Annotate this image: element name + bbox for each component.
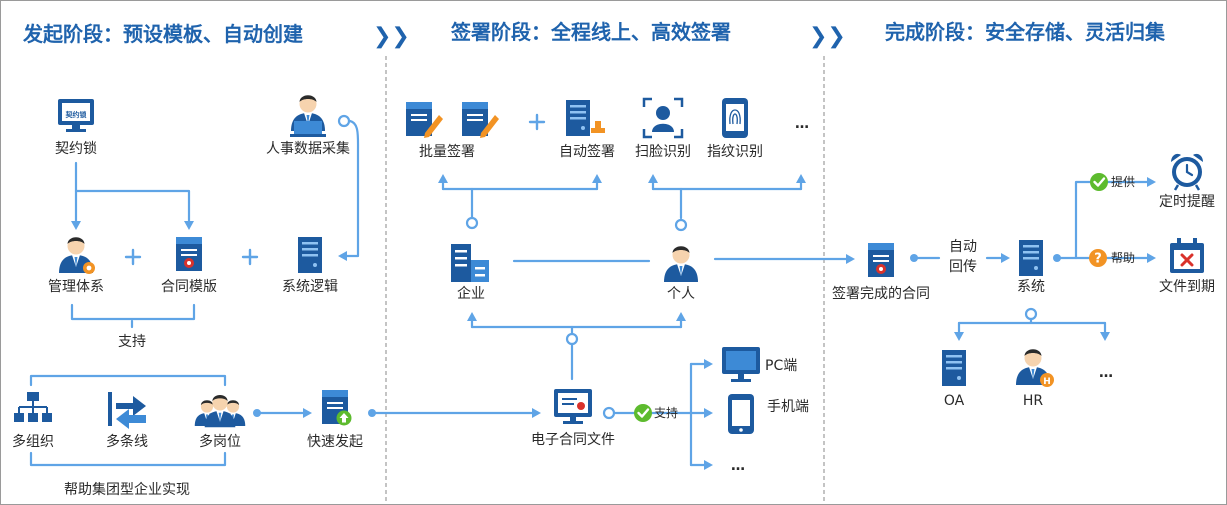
label-helper: 帮助集团型企业实现 bbox=[64, 481, 190, 498]
label-multi-post: 多岗位 bbox=[199, 433, 241, 450]
person-icon bbox=[664, 246, 698, 282]
label-contract-lock: 契约锁 bbox=[55, 141, 97, 157]
quick-start-doc-icon bbox=[322, 390, 352, 426]
bracket bbox=[29, 374, 227, 387]
phase3-title: 完成阶段：安全存储、灵活归集 bbox=[885, 20, 1166, 44]
label-provide: 提供 bbox=[1111, 174, 1135, 189]
label-face-scan: 扫脸识别 bbox=[635, 144, 691, 160]
svg-text:?: ? bbox=[1094, 252, 1102, 267]
logo-text: 契约锁 bbox=[65, 110, 87, 119]
check-icon bbox=[632, 402, 654, 424]
label-multi-org: 多组织 bbox=[12, 433, 54, 450]
label-signed-contract: 签署完成的合同 bbox=[832, 285, 930, 302]
org-tree-icon bbox=[14, 392, 52, 422]
mobile-phone-icon bbox=[728, 394, 754, 434]
connector bbox=[74, 189, 191, 225]
label-person: 个人 bbox=[667, 286, 695, 302]
label-batch-sign: 批量签署 bbox=[419, 143, 475, 160]
face-scan-icon bbox=[642, 97, 684, 139]
phase2-title: 签署阶段：全程线上、高效签署 bbox=[450, 20, 731, 44]
chevron-icon: ❯❯ bbox=[373, 24, 410, 49]
label-multi-line: 多条线 bbox=[106, 433, 148, 450]
label-auto-return-1: 自动 bbox=[949, 239, 977, 255]
label-enterprise: 企业 bbox=[457, 285, 485, 302]
auto-sign-icon bbox=[566, 100, 605, 136]
bracket bbox=[29, 451, 227, 467]
label-pc: PC端 bbox=[765, 358, 797, 374]
label-support-2: 支持 bbox=[654, 405, 678, 420]
calendar-expire-icon bbox=[1170, 238, 1204, 273]
label-hr: HR bbox=[1023, 393, 1044, 409]
label-econtract: 电子合同文件 bbox=[531, 432, 615, 448]
econtract-icon bbox=[554, 389, 592, 424]
fingerprint-icon bbox=[722, 98, 748, 138]
plus-icon bbox=[241, 248, 259, 266]
check-icon bbox=[1088, 171, 1110, 193]
label-expire: 文件到期 bbox=[1159, 279, 1215, 295]
connector bbox=[342, 119, 360, 258]
system-server-icon bbox=[1019, 240, 1043, 276]
label-system: 系统 bbox=[1017, 279, 1045, 295]
batch-sign-icon bbox=[406, 102, 443, 138]
manager-icon bbox=[59, 237, 95, 274]
label-support: 支持 bbox=[118, 334, 146, 350]
svg-text:H: H bbox=[1043, 377, 1051, 387]
help-icon: ? bbox=[1089, 249, 1107, 267]
monitor-icon: 契约锁 bbox=[58, 99, 94, 132]
plus-icon bbox=[124, 248, 142, 266]
label-mgmt: 管理体系 bbox=[48, 279, 104, 295]
label-mobile: 手机端 bbox=[767, 399, 809, 415]
phase1-title: 发起阶段：预设模板、自动创建 bbox=[22, 22, 303, 46]
signed-contract-icon bbox=[868, 243, 894, 277]
label-oa: OA bbox=[944, 393, 965, 409]
label-fingerprint: 指纹识别 bbox=[707, 144, 763, 160]
hr-person-icon: H bbox=[1016, 349, 1054, 387]
label-timer: 定时提醒 bbox=[1159, 194, 1215, 210]
bracket bbox=[70, 303, 196, 321]
more-dots-2: … bbox=[731, 458, 745, 474]
label-template: 合同模版 bbox=[161, 279, 217, 295]
batch-sign-icon-2 bbox=[462, 102, 499, 138]
label-help: 帮助 bbox=[1111, 251, 1135, 265]
more-dots: … bbox=[795, 116, 809, 132]
label-hr-data: 人事数据采集 bbox=[266, 140, 350, 157]
person-laptop-icon bbox=[290, 95, 326, 137]
oa-server-icon bbox=[942, 350, 966, 386]
swap-arrows-icon bbox=[108, 392, 146, 429]
label-auto-return-2: 回传 bbox=[949, 259, 977, 275]
alarm-clock-icon bbox=[1171, 153, 1203, 191]
building-icon bbox=[451, 244, 489, 282]
label-quick-start: 快速发起 bbox=[307, 434, 363, 450]
group-icon bbox=[194, 395, 246, 428]
plus-icon bbox=[528, 113, 546, 131]
label-sys-logic: 系统逻辑 bbox=[282, 279, 338, 295]
label-auto-sign: 自动签署 bbox=[559, 143, 615, 160]
pc-monitor-icon bbox=[722, 347, 760, 382]
contract-template-icon bbox=[176, 237, 202, 271]
more-dots-3: … bbox=[1099, 365, 1113, 381]
chevron-icon-2: ❯❯ bbox=[809, 24, 846, 49]
server-icon bbox=[298, 237, 322, 273]
